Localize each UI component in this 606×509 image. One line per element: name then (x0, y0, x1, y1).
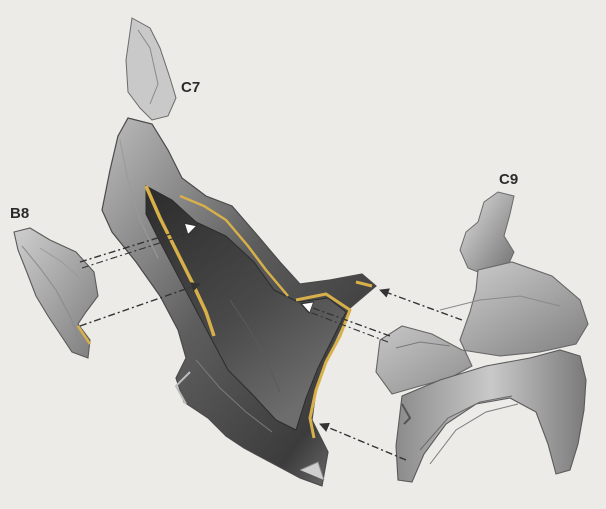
label-c9: C9 (499, 172, 518, 187)
label-c7: C7 (181, 80, 200, 95)
label-b8: B8 (10, 206, 29, 221)
vertebra-c9 (376, 192, 588, 482)
arrow-c9-lower (320, 424, 406, 460)
c7-spinous-process (126, 18, 176, 120)
arrow-c9-upper (380, 290, 462, 320)
vertebra-c7 (102, 18, 376, 486)
vertebra-b8 (14, 228, 98, 358)
